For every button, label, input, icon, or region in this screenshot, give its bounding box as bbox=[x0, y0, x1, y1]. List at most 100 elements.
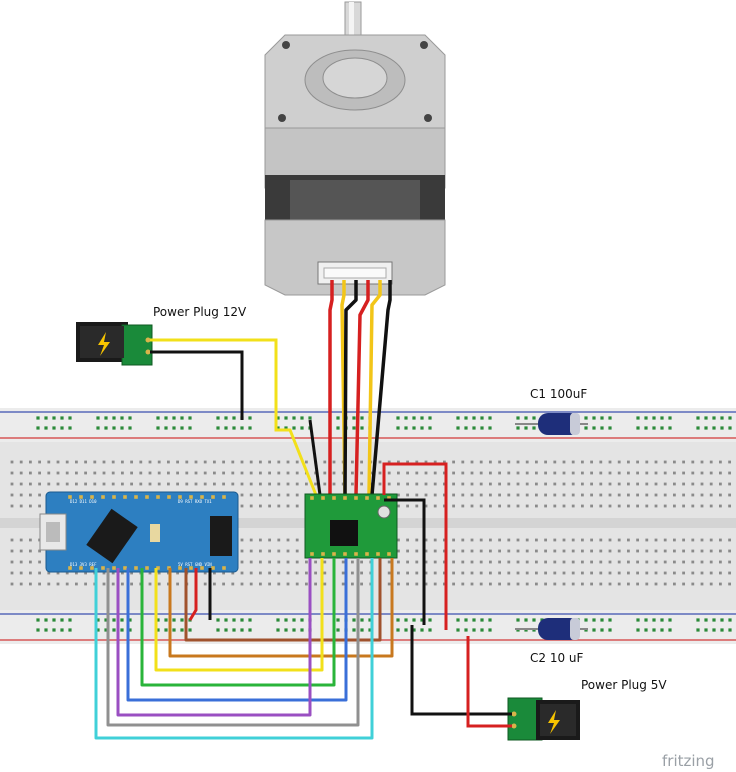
breadboard-hole bbox=[259, 582, 262, 586]
breadboard-hole bbox=[323, 560, 327, 564]
wire-5v-black bbox=[410, 625, 512, 716]
rail-hole bbox=[524, 426, 528, 430]
breadboard-hole bbox=[286, 538, 290, 542]
arduino-pin bbox=[178, 495, 182, 499]
rail-hole bbox=[68, 628, 72, 632]
rail-hole bbox=[232, 426, 236, 430]
breadboard-hole bbox=[249, 549, 253, 553]
motor-wires bbox=[328, 280, 392, 496]
breadboard-hole bbox=[231, 460, 235, 464]
breadboard-hole bbox=[654, 460, 658, 464]
rail-hole bbox=[360, 416, 364, 420]
arduino-pin bbox=[101, 566, 105, 570]
svg-text:D13 3V3 REF: D13 3V3 REF bbox=[70, 562, 97, 567]
breadboard-hole bbox=[277, 504, 281, 508]
breadboard-hole bbox=[148, 471, 152, 475]
breadboard-hole bbox=[479, 582, 483, 586]
breadboard-hole bbox=[443, 538, 446, 542]
breadboard-hole bbox=[406, 538, 409, 542]
breadboard-hole bbox=[498, 571, 501, 575]
arduino-pin bbox=[178, 566, 182, 570]
breadboard-hole bbox=[29, 482, 32, 486]
breadboard-hole bbox=[424, 538, 428, 542]
breadboard-hole bbox=[268, 471, 271, 475]
rail-hole bbox=[592, 416, 596, 420]
breadboard-hole bbox=[636, 482, 639, 486]
driver-pin bbox=[321, 496, 325, 500]
breadboard-hole bbox=[571, 571, 575, 575]
breadboard-hole bbox=[627, 538, 630, 542]
breadboard-hole bbox=[157, 571, 161, 575]
breadboard-hole bbox=[10, 571, 14, 575]
breadboard-hole bbox=[75, 460, 78, 464]
rail-hole bbox=[728, 416, 732, 420]
breadboard-hole bbox=[654, 560, 658, 564]
rail-hole bbox=[352, 628, 356, 632]
breadboard-hole bbox=[673, 560, 676, 564]
breadboard-hole bbox=[268, 504, 271, 508]
breadboard-hole bbox=[636, 493, 639, 497]
breadboard-hole bbox=[10, 560, 14, 564]
rail-hole bbox=[104, 618, 108, 622]
rail-hole bbox=[336, 426, 340, 430]
rail-hole bbox=[128, 628, 132, 632]
breadboard-hole bbox=[295, 482, 299, 486]
breadboard-hole bbox=[691, 571, 695, 575]
breadboard-hole bbox=[19, 582, 23, 586]
rail-hole bbox=[668, 628, 672, 632]
rail-hole bbox=[668, 426, 672, 430]
rail-hole bbox=[644, 628, 648, 632]
rail-hole bbox=[464, 426, 468, 430]
breadboard-hole bbox=[47, 582, 51, 586]
breadboard-hole bbox=[268, 571, 271, 575]
breadboard-hole bbox=[148, 460, 152, 464]
rail-hole bbox=[472, 416, 476, 420]
breadboard-hole bbox=[415, 482, 419, 486]
breadboard-hole bbox=[673, 582, 676, 586]
arduino-pin bbox=[222, 566, 226, 570]
breadboard-hole bbox=[56, 471, 60, 475]
breadboard-hole bbox=[397, 504, 400, 508]
rail-hole bbox=[336, 416, 340, 420]
rail-hole bbox=[652, 618, 656, 622]
rail-hole bbox=[300, 618, 304, 622]
breadboard-hole bbox=[516, 582, 520, 586]
breadboard-hole bbox=[608, 549, 612, 553]
breadboard-hole bbox=[535, 482, 538, 486]
breadboard-hole bbox=[424, 560, 428, 564]
rail-hole bbox=[404, 628, 408, 632]
breadboard-hole bbox=[673, 460, 676, 464]
breadboard-hole bbox=[249, 471, 253, 475]
breadboard-hole bbox=[424, 460, 428, 464]
rail-hole bbox=[232, 416, 236, 420]
breadboard-hole bbox=[489, 571, 492, 575]
arduino-pin bbox=[79, 495, 83, 499]
breadboard-hole bbox=[157, 482, 161, 486]
breadboard-hole bbox=[249, 582, 253, 586]
breadboard-hole bbox=[65, 460, 69, 464]
driver-pin-headers bbox=[310, 496, 391, 556]
breadboard-hole bbox=[709, 538, 713, 542]
breadboard-hole bbox=[167, 571, 170, 575]
breadboard-hole bbox=[544, 571, 547, 575]
breadboard-hole bbox=[176, 571, 179, 575]
breadboard-hole bbox=[213, 482, 216, 486]
breadboard-hole bbox=[286, 549, 290, 553]
breadboard-hole bbox=[130, 571, 133, 575]
breadboard-hole bbox=[682, 493, 685, 497]
breadboard-hole bbox=[516, 460, 520, 464]
breadboard-hole bbox=[424, 493, 428, 497]
breadboard-hole bbox=[323, 482, 327, 486]
rail-hole bbox=[480, 426, 484, 430]
breadboard-hole bbox=[323, 582, 327, 586]
rail-hole bbox=[600, 628, 604, 632]
breadboard-hole bbox=[489, 482, 492, 486]
rail-hole bbox=[480, 618, 484, 622]
breadboard-hole bbox=[56, 571, 60, 575]
breadboard-hole bbox=[194, 482, 198, 486]
rail-hole bbox=[52, 426, 56, 430]
rail-hole bbox=[128, 416, 132, 420]
breadboard-hole bbox=[663, 504, 667, 508]
arduino-pin bbox=[68, 566, 72, 570]
breadboard-hole bbox=[406, 460, 409, 464]
